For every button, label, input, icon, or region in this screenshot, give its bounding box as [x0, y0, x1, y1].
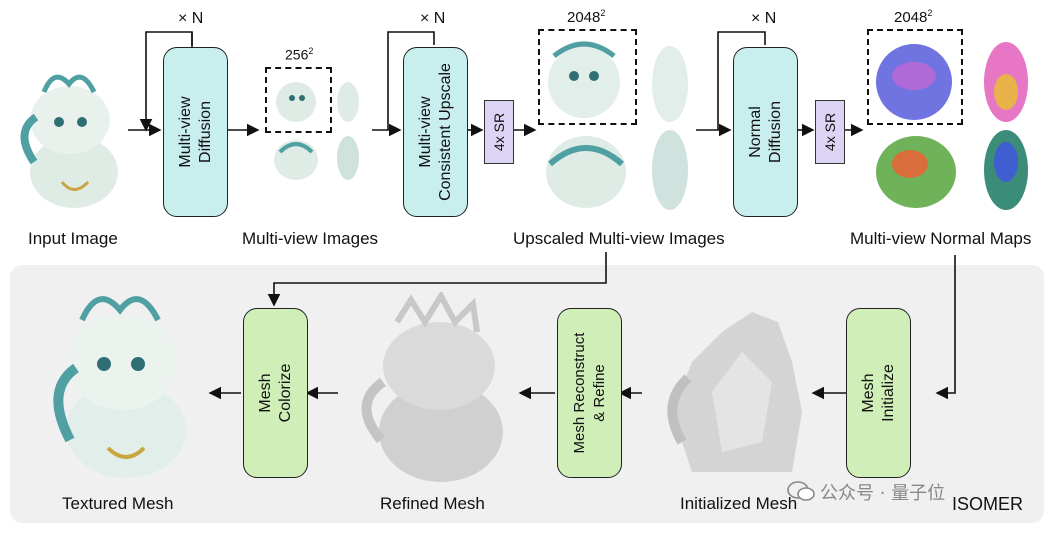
crop-box-high-2 [867, 29, 963, 125]
refined-mesh-label: Refined Mesh [380, 494, 485, 513]
initialized-mesh [667, 312, 802, 472]
resolution-low: 2562 [285, 46, 314, 63]
loop-count-1: × N [178, 10, 204, 27]
watermark-text: 公众号 · 量子位 [820, 483, 946, 504]
input-image-label: Input Image [28, 229, 118, 248]
isomer-label: ISOMER [952, 494, 1024, 514]
normal-map-thumbnails [876, 42, 1028, 210]
refined-mesh [361, 292, 503, 482]
super-resolution-block-1: 4x SR [484, 100, 514, 164]
multi-view-images-label: Multi-view Images [242, 229, 379, 248]
super-resolution-block-2: 4x SR [815, 100, 845, 164]
resolution-high-1: 20482 [567, 8, 606, 26]
normal-maps-label: Multi-view Normal Maps [850, 229, 1032, 248]
resolution-high-2: 20482 [894, 8, 933, 26]
initialized-mesh-label: Initialized Mesh [680, 494, 798, 513]
wechat-icon [786, 480, 816, 502]
textured-mesh [53, 296, 186, 478]
mesh-reconstruct-block: Mesh Reconstruct& Refine [557, 308, 622, 478]
crop-box-high-1 [538, 29, 637, 125]
multi-view-thumbnails [274, 82, 359, 180]
crop-box-low [265, 67, 332, 133]
upscaled-images-label: Upscaled Multi-view Images [513, 229, 725, 248]
loop-count-3: × N [751, 10, 777, 27]
upscaled-thumbnails [546, 41, 688, 210]
textured-mesh-label: Textured Mesh [62, 494, 174, 513]
loop-count-2: × N [420, 10, 446, 27]
input-image [20, 74, 118, 208]
